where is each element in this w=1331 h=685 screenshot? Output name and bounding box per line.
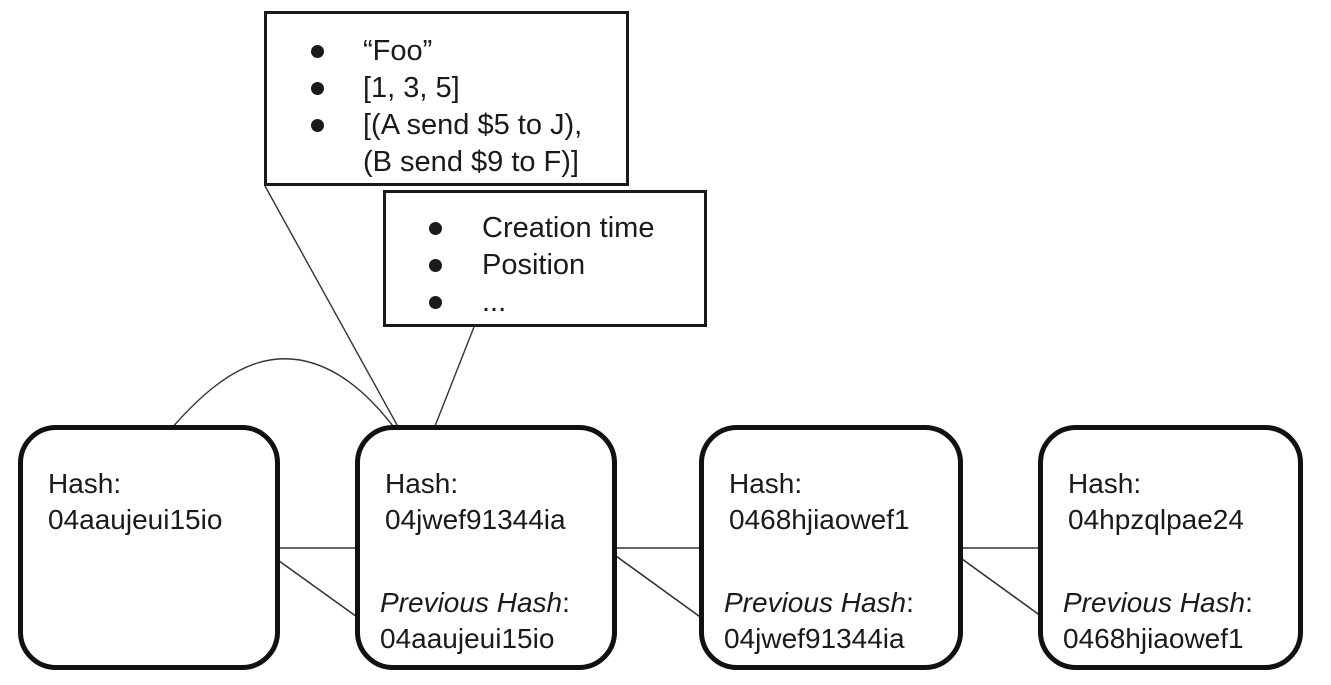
previous-hash-value: 04jwef91344ia: [724, 623, 905, 654]
block-data-list: “Foo” [1, 3, 5] [(A send $5 to J), (B se…: [267, 14, 626, 181]
metadata-list-item: ...: [429, 284, 704, 321]
hash-value: 04jwef91344ia: [385, 504, 566, 535]
block-metadata-note: Creation time Position ...: [383, 190, 707, 327]
block-4: Hash: 04hpzqlpae24 Previous Hash: 0468hj…: [1038, 425, 1303, 670]
bullet-icon: [311, 82, 324, 95]
previous-hash-value: 04aaujeui15io: [380, 623, 555, 654]
block-3: Hash: 0468hjiaowef1 Previous Hash: 04jwe…: [699, 425, 963, 670]
hash-label: Hash:: [729, 468, 803, 499]
bullet-icon: [429, 259, 442, 272]
bullet-icon: [311, 45, 324, 58]
block-metadata-list: Creation time Position ...: [386, 193, 704, 321]
previous-hash-label: Previous Hash:: [724, 587, 914, 618]
data-list-item: [(A send $5 to J),: [311, 107, 626, 144]
hash-label: Hash:: [48, 468, 122, 499]
bullet-icon: [429, 296, 442, 309]
previous-hash-label: Previous Hash:: [1063, 587, 1253, 618]
previous-hash-value: 0468hjiaowef1: [1063, 623, 1244, 654]
block-1: Hash: 04aaujeui15io: [18, 425, 280, 670]
block-2: Hash: 04jwef91344ia Previous Hash: 04aau…: [355, 425, 617, 670]
metadata-list-item: Creation time: [429, 210, 704, 247]
hash-value: 04hpzqlpae24: [1068, 504, 1244, 535]
hash-value: 0468hjiaowef1: [729, 504, 910, 535]
block-data-note: “Foo” [1, 3, 5] [(A send $5 to J), (B se…: [264, 11, 629, 186]
data-list-item: “Foo”: [311, 33, 626, 70]
bullet-icon: [429, 222, 442, 235]
data-list-item: [1, 3, 5]: [311, 70, 626, 107]
bullet-icon: [311, 119, 324, 132]
hash-value: 04aaujeui15io: [48, 504, 223, 535]
previous-hash-label: Previous Hash:: [380, 587, 570, 618]
data-list-item-continuation: (B send $9 to F)]: [363, 146, 579, 178]
metadata-list-item: Position: [429, 247, 704, 284]
hash-label: Hash:: [385, 468, 459, 499]
hash-label: Hash:: [1068, 468, 1142, 499]
